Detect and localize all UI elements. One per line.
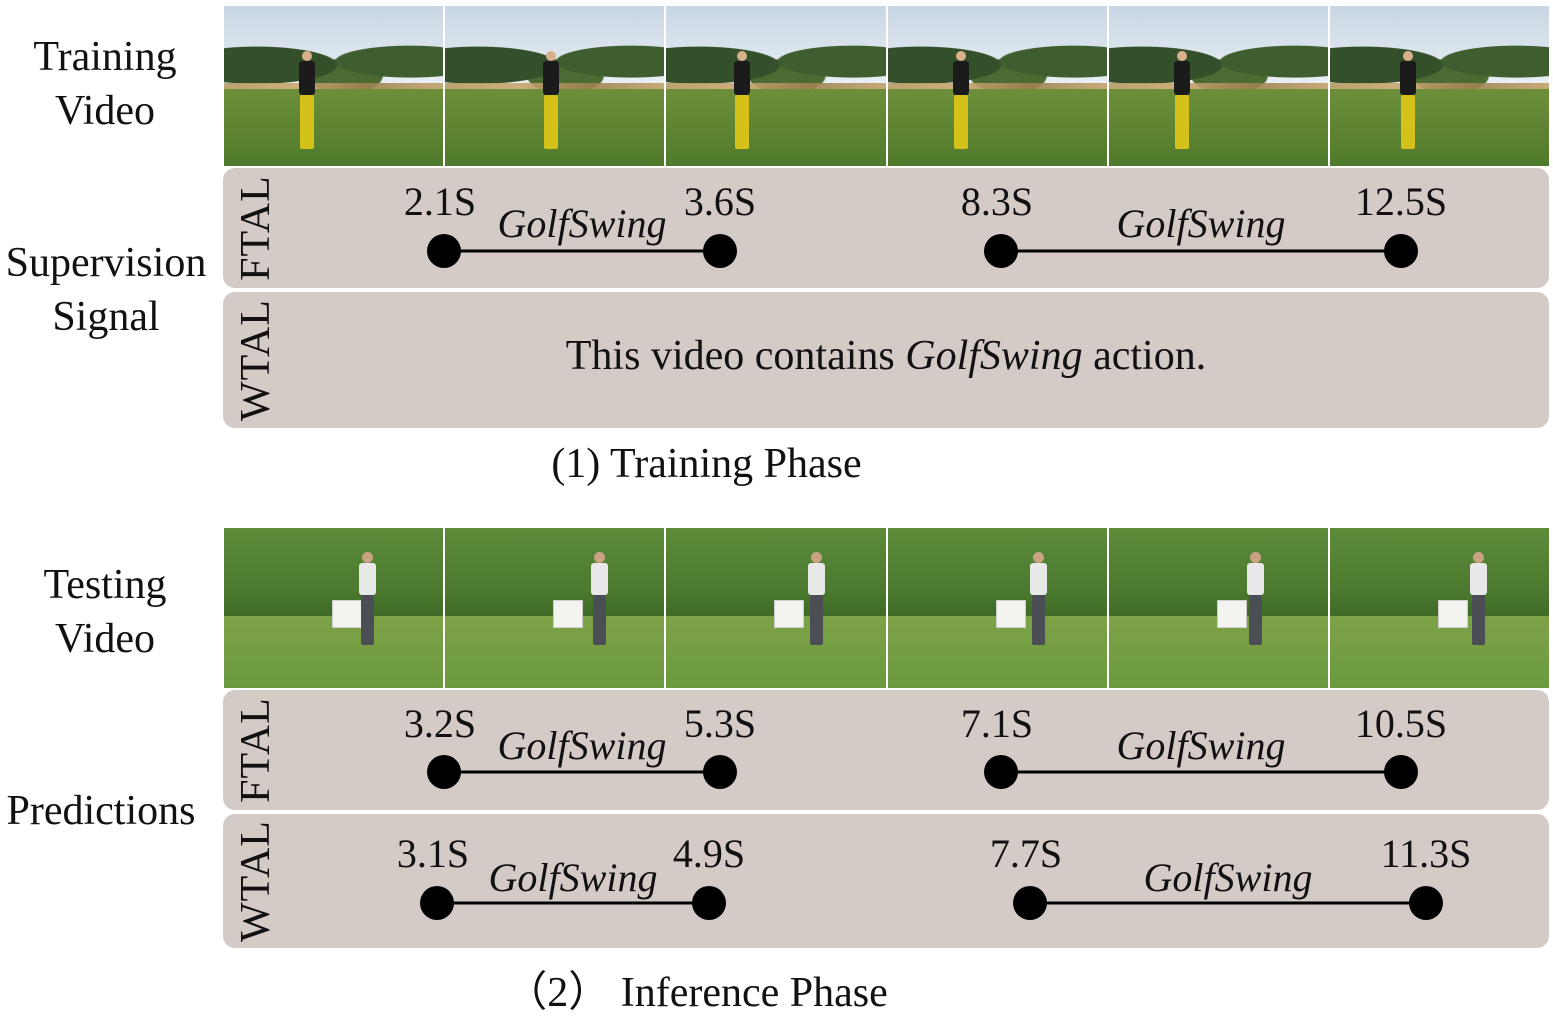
inference-wtal-timeline <box>420 886 1443 920</box>
training-ftal-segment-1-end-time: 3.6S <box>683 179 757 224</box>
supervision-signal-label-line2: Signal <box>52 294 160 340</box>
inference-wtal-segment-1-action-label: GolfSwing <box>488 855 658 900</box>
training-ftal-segment-2-start-time: 8.3S <box>960 179 1034 224</box>
inference-ftal-segment-2-end-time: 10.5S <box>1354 701 1448 746</box>
weak-text-before: This video contains <box>565 333 906 379</box>
inference-ftal-segment-1-end-time: 5.3S <box>683 701 757 746</box>
inference-ftal-segment-2-action-label: GolfSwing <box>1116 723 1286 768</box>
training-ftal-segment-1-action-label: GolfSwing <box>497 201 667 246</box>
inference-wtal-segment-1-start-time: 3.1S <box>396 831 470 876</box>
training-ftal-segment-1-start-time: 2.1S <box>403 179 477 224</box>
training-video-label-line2: Video <box>54 88 156 134</box>
inference-ftal-segment-2-start-time: 7.1S <box>960 701 1034 746</box>
inference-ftal-segment-1-end-marker <box>703 755 737 789</box>
testing-frame-2 <box>445 528 665 688</box>
testing-video-frames <box>224 528 1550 688</box>
training-frame-5 <box>1108 6 1328 166</box>
testing-frame-6 <box>1329 528 1550 688</box>
training-ftal-segment-2-start-marker <box>984 234 1018 268</box>
testing-frame-5 <box>1108 528 1328 688</box>
training-video-frames <box>224 6 1550 166</box>
inference-phase-caption: （2） Inference Phase <box>505 970 888 1016</box>
testing-video-label-line2: Video <box>54 616 156 662</box>
inference-ftal-timeline <box>427 755 1418 789</box>
inference-wtal-segment-2-action-label: GolfSwing <box>1143 855 1313 900</box>
inference-wtal-segment-1-start-marker <box>420 886 454 920</box>
training-ftal-segment-2-action-label: GolfSwing <box>1116 201 1286 246</box>
training-frame-2 <box>445 6 665 166</box>
training-frame-3 <box>666 6 886 166</box>
inference-ftal-segment-1-start-time: 3.2S <box>403 701 477 746</box>
testing-video-label-line1: Testing <box>43 562 167 608</box>
training-ftal-segment-2-end-marker <box>1384 234 1418 268</box>
training-wtal-panel: WTAL This video contains GolfSwing actio… <box>223 292 1549 428</box>
training-frame-4 <box>887 6 1107 166</box>
testing-video-label: Testing Video <box>20 558 190 666</box>
inference-ftal-segment-2-end-marker <box>1384 755 1418 789</box>
predictions-label: Predictions <box>6 788 196 834</box>
training-frame-6 <box>1329 6 1550 166</box>
testing-frame-3 <box>666 528 886 688</box>
training-ftal-segment-1-start-marker <box>427 234 461 268</box>
weak-text-action: GolfSwing <box>905 333 1083 379</box>
inference-wtal-segment-1-end-time: 4.9S <box>672 831 746 876</box>
training-ftal-segment-2-end-time: 12.5S <box>1354 179 1448 224</box>
testing-frame-4 <box>887 528 1107 688</box>
inference-wtal-segment-2-start-marker <box>1013 886 1047 920</box>
inference-wtal-segment-1-end-marker <box>692 886 726 920</box>
inference-ftal-segment-2-start-marker <box>984 755 1018 789</box>
weak-text-after: action. <box>1082 333 1207 379</box>
training-frame-1 <box>224 6 444 166</box>
supervision-signal-label-line1: Supervision <box>5 240 207 286</box>
inference-ftal-segment-1-start-marker <box>427 755 461 789</box>
inference-wtal-segment-2-end-marker <box>1409 886 1443 920</box>
inference-wtal-segment-2-start-time: 7.7S <box>989 831 1063 876</box>
training-video-label-line1: Training <box>33 34 177 80</box>
weak-supervision-text: This video contains GolfSwing action. <box>223 332 1549 380</box>
training-ftal-timeline <box>427 234 1418 268</box>
supervision-signal-label: Supervision Signal <box>0 236 212 344</box>
inference-ftal-segment-1-action-label: GolfSwing <box>497 723 667 768</box>
training-phase-caption: (1) Training Phase <box>551 441 862 487</box>
inference-wtal-segment-2-end-time: 11.3S <box>1380 831 1472 876</box>
testing-frame-1 <box>224 528 444 688</box>
training-video-label: Training Video <box>20 30 190 138</box>
training-ftal-segment-1-end-marker <box>703 234 737 268</box>
